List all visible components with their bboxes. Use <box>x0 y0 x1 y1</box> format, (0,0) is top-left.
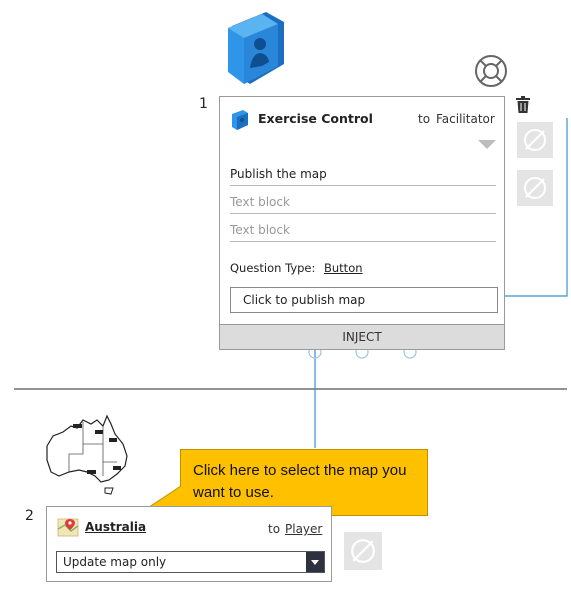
map-action-value: Update map only <box>63 555 167 569</box>
user-card-icon <box>232 110 248 130</box>
text-block-field[interactable]: Text block <box>230 195 496 214</box>
expand-triangle-icon[interactable] <box>478 140 496 149</box>
inject-button[interactable]: INJECT <box>219 324 505 350</box>
trash-icon[interactable] <box>516 96 530 113</box>
button-text-field[interactable]: Click to publish map <box>230 287 498 313</box>
instruction-callout: Click here to select the map you want to… <box>180 449 428 516</box>
question-type-link[interactable]: Button <box>324 261 363 275</box>
recipient-name[interactable]: Facilitator <box>436 112 495 126</box>
map-pin-icon <box>57 518 79 537</box>
map-action-select[interactable]: Update map only <box>56 551 325 573</box>
empty-set-icon <box>524 177 546 199</box>
empty-set-icon <box>524 129 546 151</box>
inject-number: 1 <box>199 96 208 112</box>
user-card-icon <box>228 12 284 84</box>
australia-map-thumbnail[interactable] <box>43 410 133 496</box>
inject-card[interactable]: Exercise Control to Facilitator Publish … <box>219 96 505 350</box>
sender-name: Exercise Control <box>258 111 373 126</box>
recipient-prefix: to <box>418 112 431 126</box>
inject-number: 2 <box>25 508 34 524</box>
text-block-field[interactable]: Text block <box>230 223 496 242</box>
empty-set-icon <box>351 539 375 563</box>
lifebuoy-icon[interactable] <box>474 54 508 88</box>
null-action-button[interactable] <box>517 170 553 206</box>
null-action-button[interactable] <box>344 532 382 570</box>
title-field[interactable]: Publish the map <box>230 167 496 186</box>
question-type-label: Question Type: <box>230 261 316 275</box>
recipient-prefix: to <box>268 522 281 536</box>
map-inject-card[interactable]: Australia to Player Update map only <box>46 506 332 582</box>
map-name-link[interactable]: Australia <box>85 520 147 534</box>
null-action-button[interactable] <box>517 122 553 158</box>
recipient-name[interactable]: Player <box>285 522 323 536</box>
chevron-down-icon[interactable] <box>306 552 324 572</box>
